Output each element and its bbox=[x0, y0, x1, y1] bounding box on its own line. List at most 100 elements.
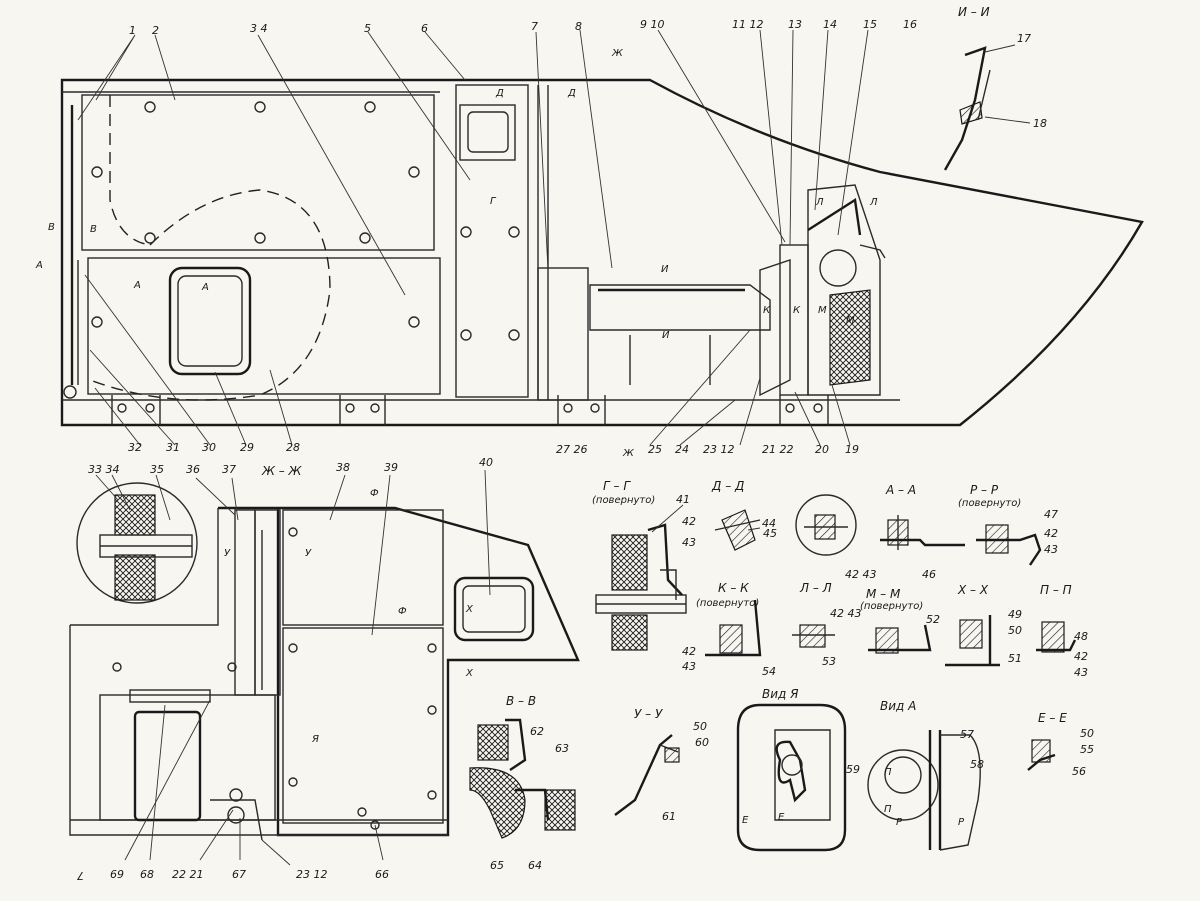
callout-32: 32 bbox=[128, 441, 142, 454]
callout-40: 40 bbox=[479, 456, 493, 469]
callout-69: 69 bbox=[110, 868, 124, 881]
marker-zh-top: Ж bbox=[611, 48, 624, 59]
section-titles: И – И Г – Г (повернуто) Д – Д А – А Р – … bbox=[261, 5, 1072, 725]
marker-ya: Я bbox=[311, 734, 319, 745]
title-gg: Г – Г bbox=[603, 479, 631, 493]
callout-41: 41 bbox=[676, 493, 690, 506]
callout-11-12: 11 12 bbox=[732, 18, 764, 31]
callout-48: 48 bbox=[1074, 630, 1088, 643]
marker-e1: Е bbox=[742, 815, 749, 826]
callout-13: 13 bbox=[788, 18, 802, 31]
marker-l2: Л bbox=[869, 197, 878, 208]
dashed-sweep-line bbox=[89, 95, 331, 401]
marker-r1: Р bbox=[896, 817, 903, 828]
marker-b-arrow: В bbox=[90, 224, 97, 235]
section-dd-detail bbox=[714, 509, 761, 551]
marker-f2: Ф bbox=[398, 606, 407, 617]
marker-d-top: Д bbox=[567, 88, 576, 99]
title-vid-ya: Вид Я bbox=[762, 687, 799, 701]
callout-27-26: 27 26 bbox=[556, 443, 588, 456]
upper-panel bbox=[81, 94, 435, 251]
callout-6: 6 bbox=[421, 22, 428, 35]
callout-64: 64 bbox=[528, 859, 542, 872]
title-mm: М – М bbox=[866, 587, 901, 601]
callout-47: 47 bbox=[1044, 508, 1058, 521]
callout-67: 67 bbox=[232, 868, 246, 881]
leader-lines-bottom bbox=[95, 469, 491, 866]
callout-23-12-bottom: 23 12 bbox=[296, 868, 328, 881]
callout-42-kk: 42 bbox=[682, 645, 696, 658]
callout-9-10: 9 10 bbox=[640, 18, 665, 31]
hull-outline bbox=[60, 78, 1144, 427]
title-vv: В – В bbox=[506, 694, 536, 708]
title-kk: К – К bbox=[718, 581, 749, 595]
callout-46: 46 bbox=[922, 568, 936, 581]
callout-20: 20 bbox=[815, 443, 829, 456]
callout-45: 45 bbox=[763, 527, 777, 540]
title-ii: И – И bbox=[958, 5, 990, 19]
callout-labels: 1 2 3 4 5 6 7 8 9 10 11 12 13 14 15 16 1… bbox=[77, 18, 1094, 882]
marker-u1: У bbox=[224, 548, 231, 559]
title-dd: Д – Д bbox=[711, 479, 744, 493]
callout-14: 14 bbox=[823, 18, 837, 31]
callout-59: 59 bbox=[846, 763, 860, 776]
callout-38: 38 bbox=[336, 461, 350, 474]
subtitle-kk: (повернуто) bbox=[696, 598, 759, 609]
callout-62: 62 bbox=[530, 725, 544, 738]
marker-e2: Е bbox=[778, 812, 785, 823]
callout-2: 2 bbox=[152, 24, 159, 37]
callout-43-kk: 43 bbox=[682, 660, 696, 673]
marker-p2: П bbox=[884, 804, 892, 815]
callout-53: 53 bbox=[822, 655, 836, 668]
window-40 bbox=[453, 576, 535, 642]
section-rr-detail bbox=[976, 524, 1042, 566]
callout-42-pp: 42 bbox=[1074, 650, 1088, 663]
title-pp: П – П bbox=[1040, 583, 1072, 597]
title-uu: У – У bbox=[634, 707, 663, 721]
callout-58: 58 bbox=[970, 758, 984, 771]
callout-51: 51 bbox=[1008, 652, 1022, 665]
callout-28: 28 bbox=[286, 441, 300, 454]
marker-k2: К bbox=[793, 305, 801, 316]
section-ee-detail bbox=[1027, 739, 1056, 771]
callout-68: 68 bbox=[140, 868, 154, 881]
callout-50-ee: 50 bbox=[1080, 727, 1094, 740]
section-aa-detail bbox=[880, 515, 965, 550]
section-mm-detail bbox=[868, 624, 932, 654]
callout-42-43-ll: 42 43 bbox=[830, 607, 862, 620]
callout-37: 37 bbox=[222, 463, 236, 476]
section-pp-detail bbox=[1036, 621, 1077, 653]
callout-43-rr: 43 bbox=[1044, 543, 1058, 556]
callout-65: 65 bbox=[490, 859, 504, 872]
view-a-detail bbox=[867, 730, 981, 851]
callout-7: 7 bbox=[531, 20, 538, 33]
title-ee: Е – Е bbox=[1038, 711, 1067, 725]
callout-1: 1 bbox=[129, 24, 136, 37]
subtitle-gg: (повернуто) bbox=[592, 495, 655, 506]
callout-50: 50 bbox=[1008, 624, 1022, 637]
section-ll-detail bbox=[792, 624, 835, 648]
callout-43-pp: 43 bbox=[1074, 666, 1088, 679]
marker-r2: Р bbox=[958, 817, 965, 828]
marker-a-inner2: А bbox=[201, 282, 209, 293]
main-side-view bbox=[60, 78, 1144, 427]
marker-x1: Х bbox=[465, 604, 474, 615]
bolt-circles bbox=[63, 101, 823, 413]
callout-35: 35 bbox=[150, 463, 164, 476]
marker-l1: Л bbox=[815, 197, 824, 208]
callout-15: 15 bbox=[863, 18, 877, 31]
callout-31: 31 bbox=[166, 441, 180, 454]
callout-18: 18 bbox=[1033, 117, 1047, 130]
section-45-detail bbox=[795, 494, 857, 556]
callout-3-4: 3 4 bbox=[250, 22, 268, 35]
callout-23-12: 23 12 bbox=[703, 443, 735, 456]
marker-g-mid: Г bbox=[490, 196, 497, 207]
access-hatch bbox=[168, 266, 252, 376]
callout-56: 56 bbox=[1072, 765, 1086, 778]
subtitle-mm: (повернуто) bbox=[860, 601, 923, 612]
marker-d-inner: Д bbox=[495, 88, 504, 99]
callout-5: 5 bbox=[364, 22, 371, 35]
callout-24: 24 bbox=[675, 443, 689, 456]
